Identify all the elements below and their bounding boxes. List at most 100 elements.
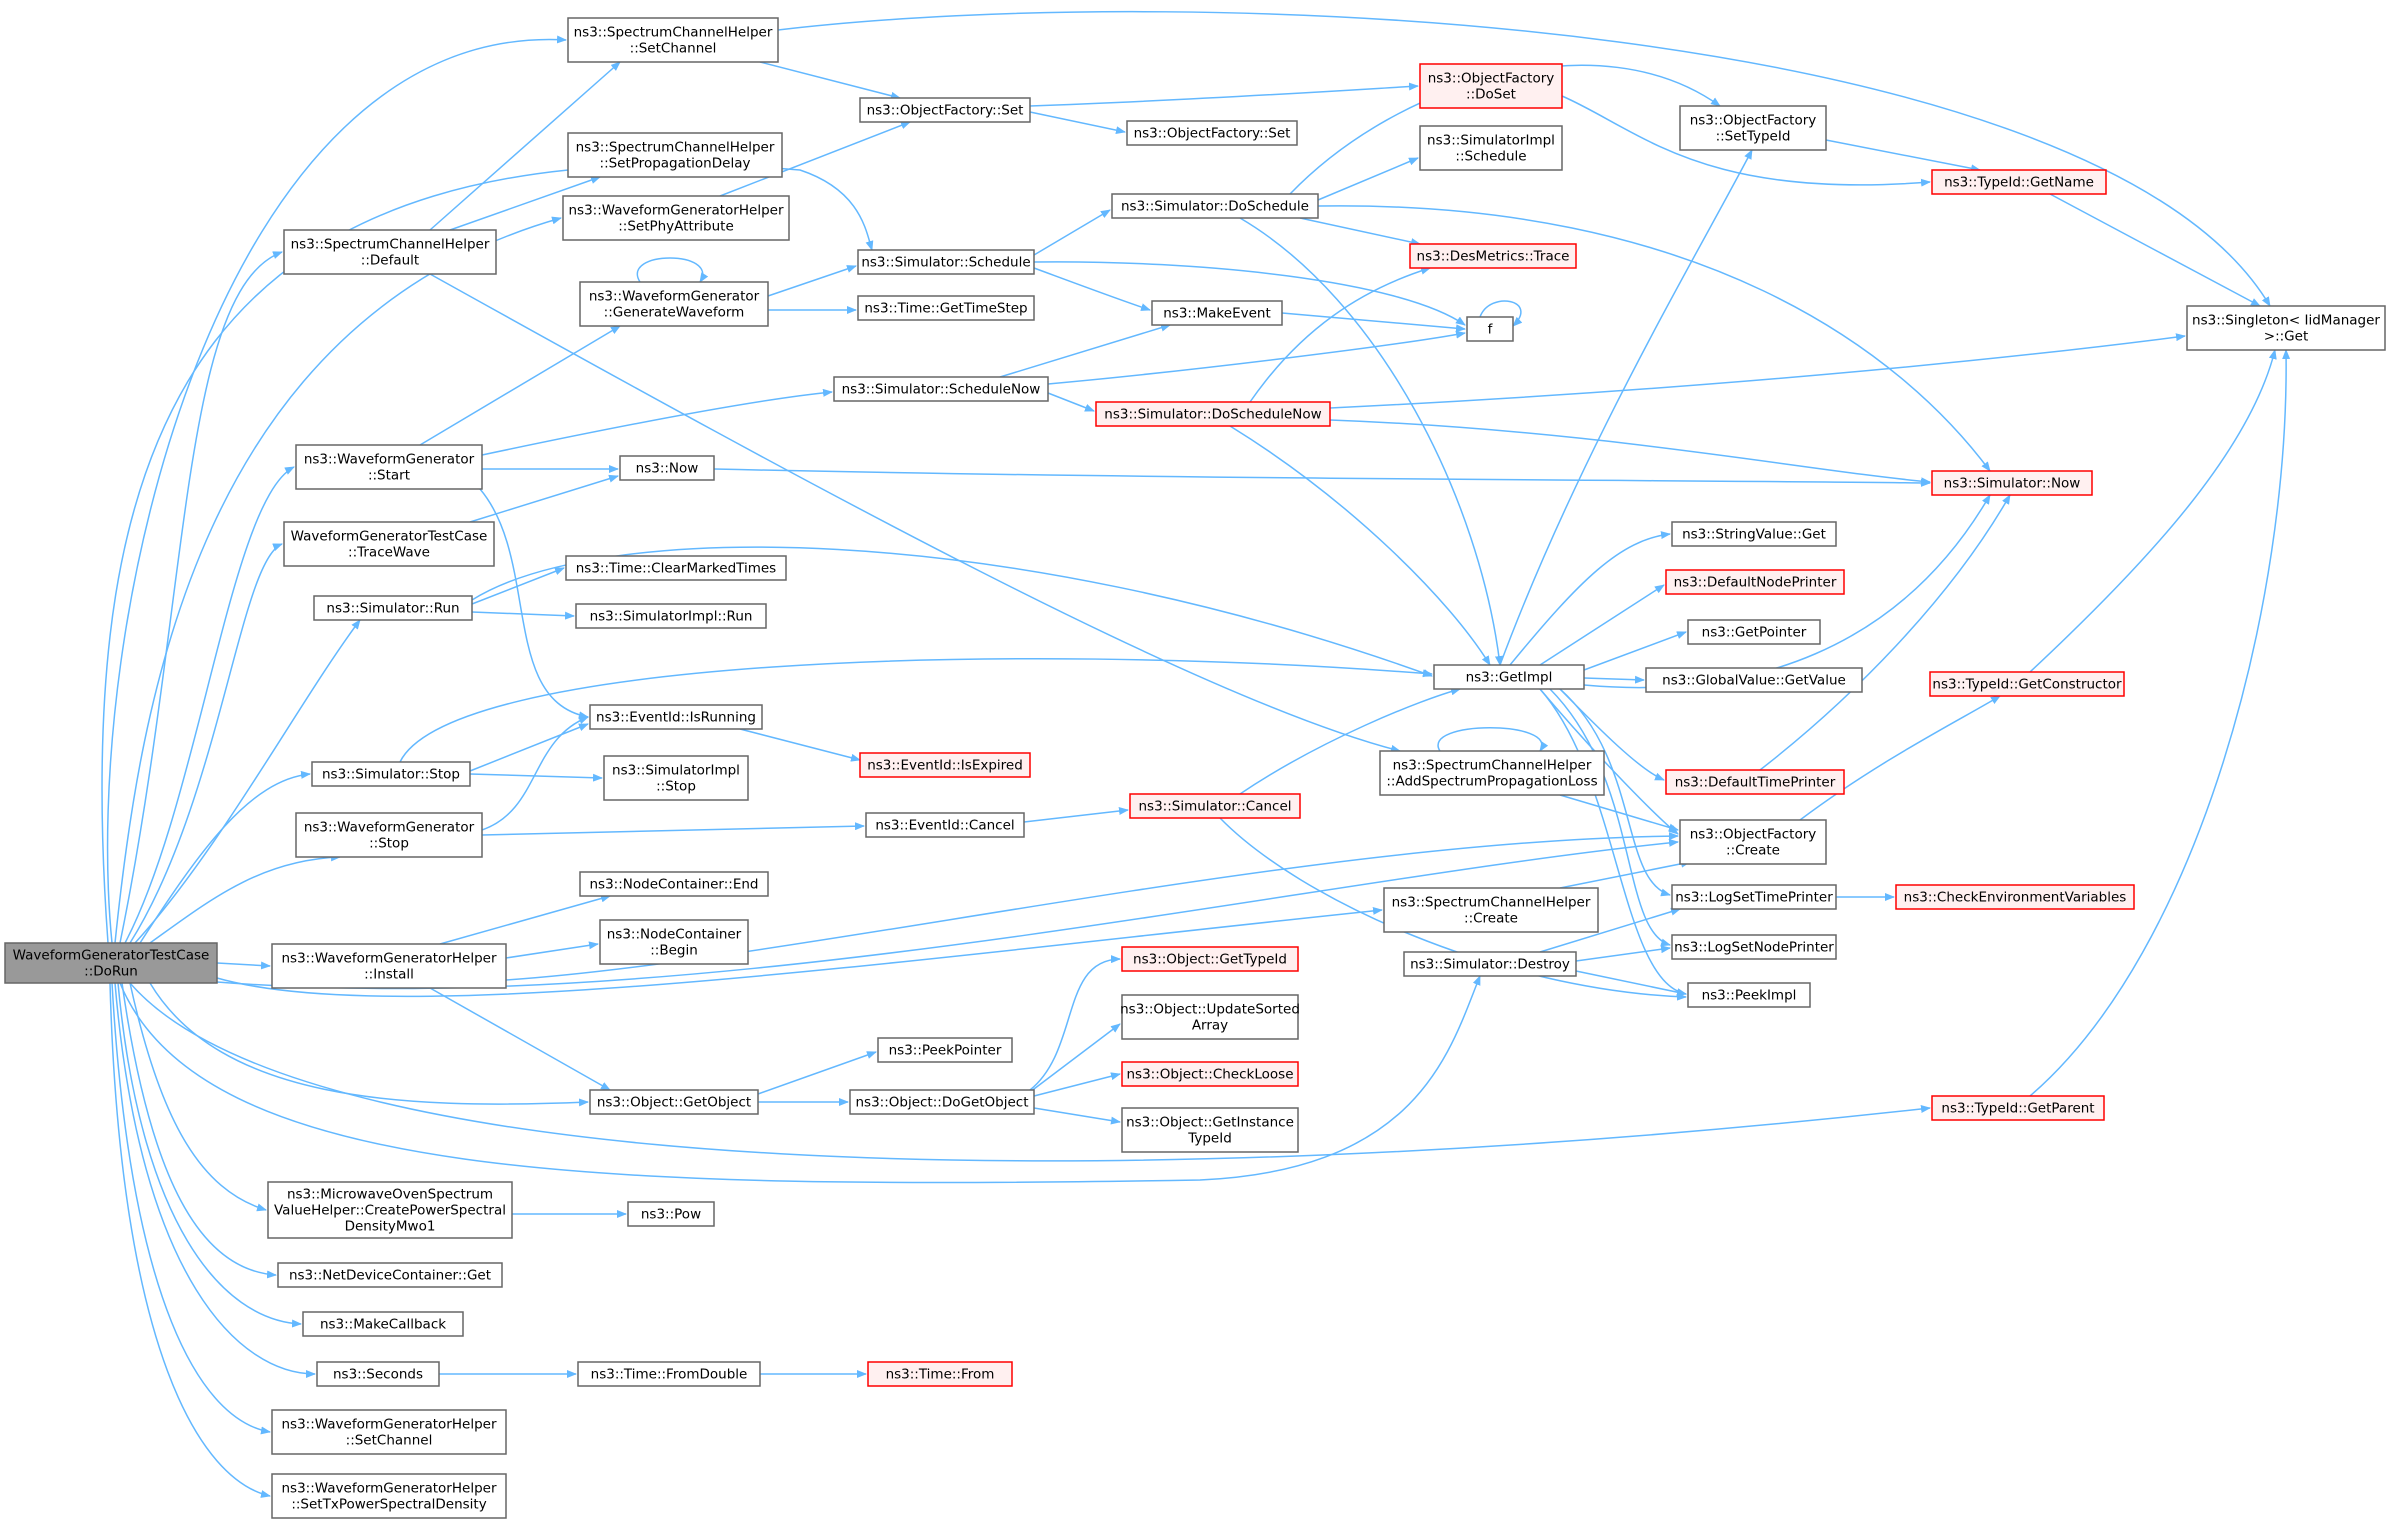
node-eventCancel[interactable]: ns3::EventId::Cancel <box>865 812 1025 838</box>
edge-root-to-wghSetPhyAttr <box>114 216 562 944</box>
node-eventIsExpired[interactable]: ns3::EventId::IsExpired <box>859 752 1031 778</box>
node-simDestroy[interactable]: ns3::Simulator::Destroy <box>1403 951 1577 977</box>
node-gvGetValue[interactable]: ns3::GlobalValue::GetValue <box>1645 667 1863 693</box>
node-simImplSchedule[interactable]: ns3::SimulatorImpl::Schedule <box>1419 125 1563 171</box>
node-wghSetTxPsd[interactable]: ns3::WaveformGeneratorHelper::SetTxPower… <box>271 1473 507 1519</box>
edge-wghInstall-to-objGetObject <box>429 987 611 1091</box>
node-ofSetTypeId[interactable]: ns3::ObjectFactory::SetTypeId <box>1679 105 1827 151</box>
node-wgStop[interactable]: ns3::WaveformGenerator::Stop <box>295 812 483 858</box>
node-pow[interactable]: ns3::Pow <box>627 1201 715 1227</box>
node-logSetTimePrinter[interactable]: ns3::LogSetTimePrinter <box>1671 884 1837 910</box>
node-timeFromDouble[interactable]: ns3::Time::FromDouble <box>577 1361 761 1387</box>
node-ofDoSet[interactable]: ns3::ObjectFactory::DoSet <box>1419 63 1563 109</box>
edge-simDoSchedule-to-simNow <box>1317 205 1991 472</box>
node-ncEnd[interactable]: ns3::NodeContainer::End <box>579 871 769 897</box>
node-scDefault[interactable]: ns3::SpectrumChannelHelper::Default <box>283 229 497 275</box>
node-peekPointer[interactable]: ns3::PeekPointer <box>877 1037 1013 1063</box>
node-timeGetTimeStep[interactable]: ns3::Time::GetTimeStep <box>857 295 1035 321</box>
node-now[interactable]: ns3::Now <box>619 455 715 481</box>
node-checkEnv[interactable]: ns3::CheckEnvironmentVariables <box>1895 884 2135 910</box>
node-tidGetConstructor[interactable]: ns3::TypeId::GetConstructor <box>1929 671 2125 697</box>
node-getPointer[interactable]: ns3::GetPointer <box>1687 619 1821 645</box>
node-label: ns3::Object::UpdateSorted <box>1120 1002 1300 1018</box>
node-label: ::Default <box>361 253 419 269</box>
node-wghInstall[interactable]: ns3::WaveformGeneratorHelper::Install <box>271 943 507 989</box>
node-peekImpl[interactable]: ns3::PeekImpl <box>1687 982 1811 1008</box>
node-label: ::Install <box>364 967 414 983</box>
node-simDoSchedule[interactable]: ns3::Simulator::DoSchedule <box>1111 193 1319 219</box>
node-simStop[interactable]: ns3::Simulator::Stop <box>311 761 471 787</box>
node-defaultTimePrinter[interactable]: ns3::DefaultTimePrinter <box>1665 769 1845 795</box>
node-ndcGet[interactable]: ns3::NetDeviceContainer::Get <box>277 1262 503 1288</box>
node-singletonGet[interactable]: ns3::Singleton< IidManager>::Get <box>2186 305 2386 351</box>
node-objDoGetObject[interactable]: ns3::Object::DoGetObject <box>849 1089 1035 1115</box>
node-scCreate[interactable]: ns3::SpectrumChannelHelper::Create <box>1383 887 1599 933</box>
node-simScheduleNow[interactable]: ns3::Simulator::ScheduleNow <box>833 376 1049 402</box>
node-ofCreate[interactable]: ns3::ObjectFactory::Create <box>1679 819 1827 865</box>
node-box <box>627 1201 715 1227</box>
node-logSetNodePrinter[interactable]: ns3::LogSetNodePrinter <box>1671 934 1837 960</box>
edge-simStop-to-eventIsRunning <box>469 723 589 772</box>
node-timeClearMarked[interactable]: ns3::Time::ClearMarkedTimes <box>565 555 787 581</box>
node-simImplStop[interactable]: ns3::SimulatorImpl::Stop <box>603 755 749 801</box>
node-objGetObject[interactable]: ns3::Object::GetObject <box>589 1089 759 1115</box>
node-label: ::AddSpectrumPropagationLoss <box>1386 774 1597 790</box>
node-tidGetName[interactable]: ns3::TypeId::GetName <box>1931 169 2107 195</box>
edge-wgStart-to-simScheduleNow <box>481 388 833 456</box>
node-label: ns3::SimulatorImpl <box>1427 133 1555 149</box>
node-label: ns3::TypeId::GetName <box>1944 175 2094 191</box>
node-f[interactable]: f <box>1466 316 1514 342</box>
node-tcTraceWave[interactable]: WaveformGeneratorTestCase::TraceWave <box>283 521 495 567</box>
node-ncBegin[interactable]: ns3::NodeContainer::Begin <box>599 919 749 965</box>
node-simRun[interactable]: ns3::Simulator::Run <box>313 595 473 621</box>
node-box <box>859 752 1031 778</box>
node-label: ::SetPhyAttribute <box>618 219 734 235</box>
edge-root-to-ndcGet <box>121 982 277 1279</box>
node-wghSetPhyAttr[interactable]: ns3::WaveformGeneratorHelper::SetPhyAttr… <box>562 195 790 241</box>
node-stringValueGet[interactable]: ns3::StringValue::Get <box>1671 521 1837 547</box>
node-label: ::Start <box>368 468 410 484</box>
node-root[interactable]: WaveformGeneratorTestCase::DoRun <box>4 942 218 984</box>
node-scAddLoss[interactable]: ns3::SpectrumChannelHelper::AddSpectrumP… <box>1379 750 1605 796</box>
node-seconds[interactable]: ns3::Seconds <box>316 1361 440 1387</box>
node-timeFrom[interactable]: ns3::Time::From <box>867 1361 1013 1387</box>
edge-root-to-wgStop <box>149 853 341 944</box>
node-box <box>1121 994 1299 1040</box>
node-scSetChannel[interactable]: ns3::SpectrumChannelHelper::SetChannel <box>567 17 779 63</box>
node-wgGenWave[interactable]: ns3::WaveformGenerator::GenerateWaveform <box>579 281 769 327</box>
edge-wghSetPhyAttr-to-ofSet <box>719 121 911 197</box>
node-label: ns3::Object::GetObject <box>597 1095 751 1111</box>
node-objGetTypeId[interactable]: ns3::Object::GetTypeId <box>1121 946 1299 972</box>
node-makeEvent[interactable]: ns3::MakeEvent <box>1151 300 1283 326</box>
node-box <box>1379 750 1605 796</box>
node-box <box>1679 105 1827 151</box>
node-simImplRun[interactable]: ns3::SimulatorImpl::Run <box>575 603 767 629</box>
node-makeCallback[interactable]: ns3::MakeCallback <box>302 1311 464 1337</box>
node-ofSet2[interactable]: ns3::ObjectFactory::Set <box>1126 120 1298 146</box>
node-defaultNodePrinter[interactable]: ns3::DefaultNodePrinter <box>1665 569 1845 595</box>
edge-root-to-scCreate <box>216 906 1383 998</box>
edge-root-to-scSetChannel <box>106 35 567 944</box>
node-simSchedule[interactable]: ns3::Simulator::Schedule <box>857 249 1035 275</box>
edge-simRun-to-simImplRun <box>471 611 575 620</box>
node-label: TypeId <box>1187 1131 1232 1147</box>
node-ofSet[interactable]: ns3::ObjectFactory::Set <box>859 97 1031 123</box>
node-label: ns3::Time::FromDouble <box>591 1367 748 1383</box>
node-mwoHelper[interactable]: ns3::MicrowaveOvenSpectrumValueHelper::C… <box>267 1181 513 1239</box>
node-simCancel[interactable]: ns3::Simulator::Cancel <box>1129 793 1301 819</box>
node-eventIsRunning[interactable]: ns3::EventId::IsRunning <box>589 704 763 730</box>
node-tidGetParent[interactable]: ns3::TypeId::GetParent <box>1931 1095 2105 1121</box>
node-simNow[interactable]: ns3::Simulator::Now <box>1931 470 2093 496</box>
node-label: ns3::Object::DoGetObject <box>855 1095 1028 1111</box>
node-box <box>271 1473 507 1519</box>
node-getImpl[interactable]: ns3::GetImpl <box>1433 664 1585 690</box>
node-objCheckLoose[interactable]: ns3::Object::CheckLoose <box>1121 1061 1299 1087</box>
node-wghSetChannel[interactable]: ns3::WaveformGeneratorHelper::SetChannel <box>271 1409 507 1455</box>
node-simDoScheduleNow[interactable]: ns3::Simulator::DoScheduleNow <box>1095 401 1331 427</box>
node-desTrace[interactable]: ns3::DesMetrics::Trace <box>1409 243 1577 269</box>
node-scSetPropDelay[interactable]: ns3::SpectrumChannelHelper::SetPropagati… <box>567 132 783 178</box>
edge-getImpl-to-gvGetValue <box>1583 675 1645 684</box>
node-wgStart[interactable]: ns3::WaveformGenerator::Start <box>295 444 483 490</box>
